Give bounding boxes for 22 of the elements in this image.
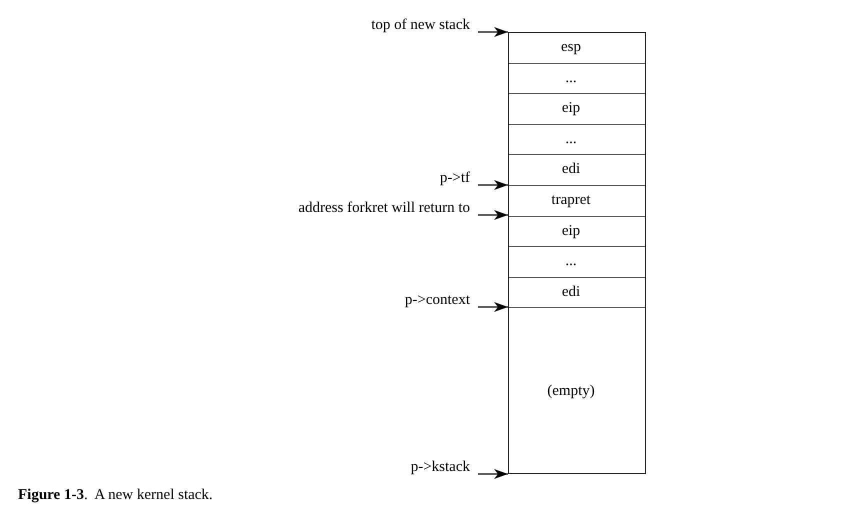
- stack-column: [508, 32, 646, 474]
- figure-caption: Figure 1-3. A new kernel stack.: [18, 486, 213, 505]
- slot-label: edi: [562, 284, 580, 300]
- arrow: [478, 27, 508, 37]
- arrow: [478, 469, 508, 479]
- pointer-label: p->tf: [0, 167, 478, 187]
- slot-label: trapret: [551, 192, 591, 208]
- slot-label: (empty): [547, 382, 595, 399]
- pointer-label: p->context: [0, 289, 478, 309]
- slot-label: ...: [565, 253, 577, 270]
- arrow: [478, 210, 508, 220]
- slot-label: ...: [565, 70, 577, 86]
- arrow: [478, 302, 508, 312]
- slot-label: eip: [562, 100, 580, 116]
- arrow: [478, 180, 508, 190]
- slot-label: edi: [562, 161, 580, 178]
- slot-label: eip: [562, 222, 580, 239]
- pointer-label: top of new stack: [0, 14, 478, 34]
- slot-label: esp: [561, 39, 581, 55]
- pointer-label: address forkret will return to: [0, 197, 478, 217]
- slot-label: ...: [565, 130, 577, 147]
- pointer-label: p->kstack: [0, 456, 478, 476]
